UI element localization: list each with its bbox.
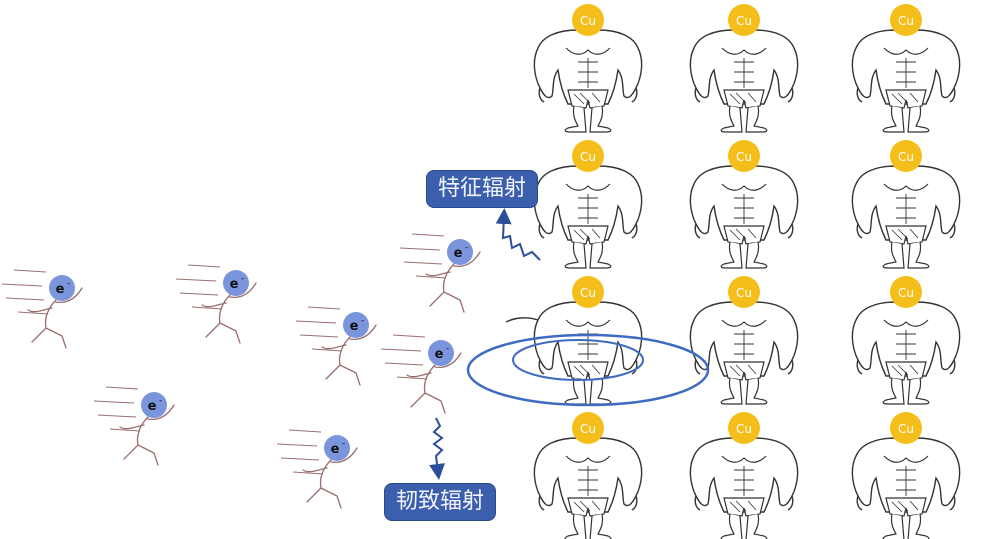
electron-head xyxy=(428,340,454,366)
atom-head xyxy=(572,140,604,172)
electron-head xyxy=(324,435,350,461)
electron-charge: - xyxy=(465,243,468,253)
copper-atom: Cu xyxy=(851,412,961,539)
electron-charge: - xyxy=(361,316,364,326)
electron-charge: - xyxy=(159,396,162,406)
copper-atom: Cu xyxy=(505,276,643,405)
electron-runner: e- xyxy=(1,269,83,349)
electron-symbol: e xyxy=(331,442,340,457)
atom-head xyxy=(890,4,922,36)
bremsstrahlung-wave xyxy=(429,417,445,480)
copper-atom: Cu xyxy=(689,276,799,405)
atom-head xyxy=(572,276,604,308)
electron-charge: - xyxy=(67,279,70,289)
atom-head xyxy=(728,4,760,36)
atom-symbol: Cu xyxy=(736,14,752,28)
atom-symbol: Cu xyxy=(736,422,752,436)
copper-atom: Cu xyxy=(851,4,961,133)
running-electrons: e-e-e-e-e-e-e- xyxy=(1,233,481,509)
atom-symbol: Cu xyxy=(580,150,596,164)
electron-symbol: e xyxy=(230,277,239,292)
copper-atom: Cu xyxy=(689,4,799,133)
atom-symbol: Cu xyxy=(898,422,914,436)
atom-head xyxy=(890,412,922,444)
atom-head xyxy=(890,140,922,172)
electron-symbol: e xyxy=(148,399,157,414)
electron-charge: - xyxy=(342,439,345,449)
atom-symbol: Cu xyxy=(580,286,596,300)
electron-head xyxy=(447,239,473,265)
atom-symbol: Cu xyxy=(736,286,752,300)
electron-runner: e- xyxy=(276,429,358,509)
characteristic-radiation-wave xyxy=(495,208,541,261)
electron-runner: e- xyxy=(295,306,377,386)
atom-head xyxy=(728,412,760,444)
atom-symbol: Cu xyxy=(736,150,752,164)
interaction-rings xyxy=(466,333,710,407)
atom-head xyxy=(728,276,760,308)
inner-ring xyxy=(512,339,644,381)
electron-head xyxy=(141,392,167,418)
electron-head xyxy=(223,270,249,296)
electron-symbol: e xyxy=(350,319,359,334)
atom-symbol: Cu xyxy=(580,14,596,28)
atom-head xyxy=(728,140,760,172)
characteristic-radiation-label: 特征辐射 xyxy=(426,170,538,208)
copper-atom: Cu xyxy=(533,412,643,539)
electron-head xyxy=(343,312,369,338)
copper-atom: Cu xyxy=(851,276,961,405)
atom-head xyxy=(572,4,604,36)
outer-ring xyxy=(466,333,710,407)
electron-symbol: e xyxy=(435,347,444,362)
electron-charge: - xyxy=(446,344,449,354)
copper-atom: Cu xyxy=(533,140,643,269)
electron-symbol: e xyxy=(454,246,463,261)
atom-head xyxy=(890,276,922,308)
bremsstrahlung-label: 韧致辐射 xyxy=(384,483,496,521)
atom-symbol: Cu xyxy=(898,150,914,164)
electron-runner: e- xyxy=(399,233,481,313)
copper-atom: Cu xyxy=(689,412,799,539)
atom-head xyxy=(572,412,604,444)
electron-symbol: e xyxy=(56,282,65,297)
copper-atom: Cu xyxy=(689,140,799,269)
electron-runner: e- xyxy=(93,386,175,466)
electron-runner: e- xyxy=(380,334,462,414)
atom-symbol: Cu xyxy=(898,286,914,300)
copper-atom: Cu xyxy=(533,4,643,133)
electron-head xyxy=(49,275,75,301)
radiation-waves xyxy=(429,208,541,480)
atom-symbol: Cu xyxy=(898,14,914,28)
electron-runner: e- xyxy=(175,264,257,344)
electron-charge: - xyxy=(241,274,244,284)
atom-symbol: Cu xyxy=(580,422,596,436)
copper-atom: Cu xyxy=(851,140,961,269)
